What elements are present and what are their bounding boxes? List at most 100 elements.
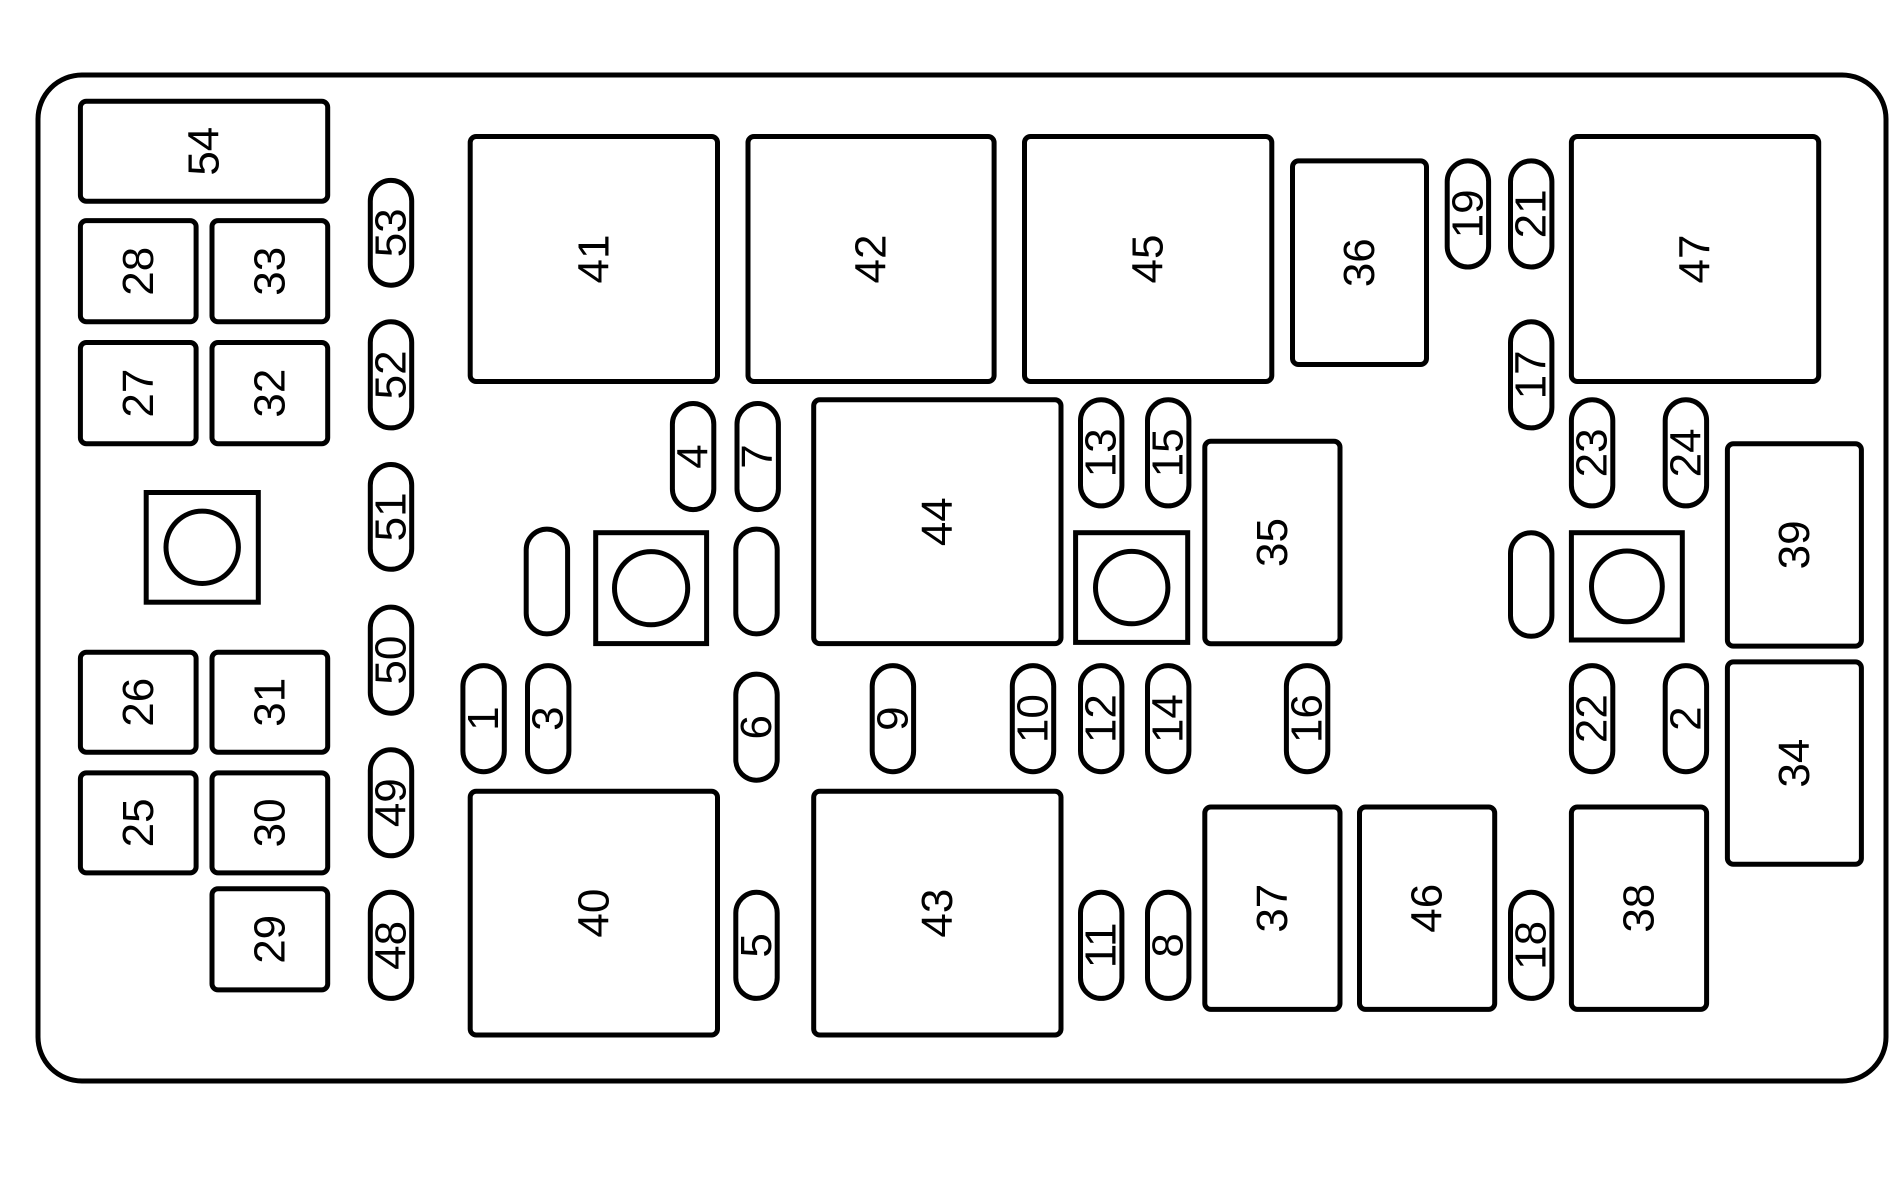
component-label-47: 47 (1671, 235, 1720, 284)
fuse-11-outline (1078, 889, 1125, 1001)
component-label-14: 14 (1144, 694, 1193, 743)
relay-47-outline (1568, 134, 1822, 384)
fuse-1: 1 (459, 663, 508, 775)
fuse-14-outline (1145, 663, 1192, 775)
relay-25-outline (77, 770, 199, 876)
relay-43-outline (811, 788, 1064, 1038)
fuse-6: 6 (732, 671, 781, 783)
relay-39-outline (1724, 441, 1864, 649)
relay-27: 27 (77, 340, 199, 447)
fuse-12-outline (1078, 663, 1125, 775)
relay-41-outline (467, 134, 721, 384)
fuse-7-outline (734, 401, 781, 513)
component-label-40: 40 (569, 889, 618, 938)
relay-44: 44 (811, 397, 1064, 647)
component-label-1: 1 (459, 706, 508, 730)
relay-54: 54 (77, 98, 331, 204)
relay-37: 37 (1202, 804, 1343, 1012)
relay-47: 47 (1568, 134, 1822, 384)
fuse-5-outline (733, 889, 780, 1001)
fuse-49: 49 (367, 747, 416, 859)
relay-38: 38 (1568, 804, 1710, 1012)
component-label-42: 42 (847, 235, 896, 284)
spare-fuse-slot (1508, 530, 1555, 639)
relay-33-outline (209, 218, 331, 325)
fuse-10: 10 (1009, 663, 1058, 775)
relay-36-outline (1290, 158, 1429, 367)
component-label-53: 53 (367, 208, 416, 257)
relay-25: 25 (77, 770, 199, 876)
component-label-24: 24 (1661, 428, 1710, 477)
component-label-4: 4 (669, 444, 718, 468)
component-label-49: 49 (367, 778, 416, 827)
fuse-51-outline (367, 462, 415, 572)
fuse-13-outline (1078, 397, 1125, 509)
component-label-43: 43 (913, 889, 962, 938)
component-label-28: 28 (114, 247, 163, 296)
relay-36: 36 (1290, 158, 1429, 367)
component-label-46: 46 (1403, 884, 1452, 933)
relay-40: 40 (467, 788, 721, 1038)
relay-32: 32 (209, 340, 331, 447)
relay-26-outline (77, 649, 199, 755)
component-label-12: 12 (1077, 694, 1126, 743)
component-label-32: 32 (245, 369, 294, 418)
component-label-18: 18 (1507, 921, 1556, 970)
fuse-14: 14 (1144, 663, 1193, 775)
fuse-24-outline (1662, 397, 1710, 509)
relay-46-outline (1357, 804, 1498, 1012)
mounting-bolt-hole (612, 549, 691, 628)
fuse-4: 4 (669, 401, 718, 513)
component-label-13: 13 (1077, 428, 1126, 477)
component-label-27: 27 (114, 369, 163, 418)
fuse-48-outline (367, 889, 415, 1001)
component-label-52: 52 (367, 350, 416, 399)
relay-30: 30 (209, 770, 331, 876)
relay-45-outline (1022, 134, 1275, 384)
component-label-50: 50 (367, 636, 416, 685)
fuse-3: 3 (524, 663, 573, 775)
component-label-17: 17 (1507, 350, 1556, 399)
fuse-5: 5 (732, 889, 781, 1001)
mounting-bolt (1073, 530, 1191, 645)
relay-45: 45 (1022, 134, 1275, 384)
component-label-11: 11 (1077, 923, 1126, 969)
fuse-18: 18 (1507, 889, 1556, 1001)
relay-30-outline (209, 770, 331, 876)
relay-38-outline (1568, 804, 1710, 1012)
component-label-22: 22 (1568, 694, 1617, 743)
component-label-34: 34 (1770, 739, 1819, 788)
fuse-8-outline (1145, 889, 1192, 1001)
fuse-13: 13 (1077, 397, 1126, 509)
mounting-bolt-hole (1093, 548, 1171, 627)
mounting-bolt-hole (163, 508, 241, 586)
fuse-52: 52 (367, 319, 416, 431)
fuse-1-outline (460, 663, 507, 775)
relay-31-outline (209, 649, 331, 755)
relay-28-outline (77, 218, 199, 325)
fuse-11: 11 (1077, 889, 1126, 1001)
spare-fuse-slot (733, 526, 780, 637)
fuse-16: 16 (1283, 663, 1332, 775)
relay-26: 26 (77, 649, 199, 755)
fuse-9: 9 (868, 663, 917, 775)
fuse-6-outline (733, 671, 780, 783)
component-label-29: 29 (245, 915, 294, 964)
fuse-19-outline (1444, 158, 1492, 270)
component-label-35: 35 (1248, 518, 1297, 567)
component-label-39: 39 (1770, 520, 1819, 569)
component-label-3: 3 (524, 706, 573, 730)
component-label-16: 16 (1283, 694, 1332, 743)
relay-54-outline (77, 98, 331, 204)
fuse-17-outline (1508, 319, 1555, 431)
fuse-48: 48 (367, 889, 416, 1001)
relay-35-outline (1202, 438, 1343, 647)
mounting-bolt (143, 490, 261, 605)
fuse-block-outline (35, 72, 1889, 1084)
component-label-25: 25 (114, 798, 163, 847)
component-label-48: 48 (367, 921, 416, 970)
spare-fuse-slot (523, 526, 571, 637)
relay-34: 34 (1724, 659, 1864, 867)
relay-41: 41 (467, 134, 721, 384)
relay-42-outline (745, 134, 997, 384)
